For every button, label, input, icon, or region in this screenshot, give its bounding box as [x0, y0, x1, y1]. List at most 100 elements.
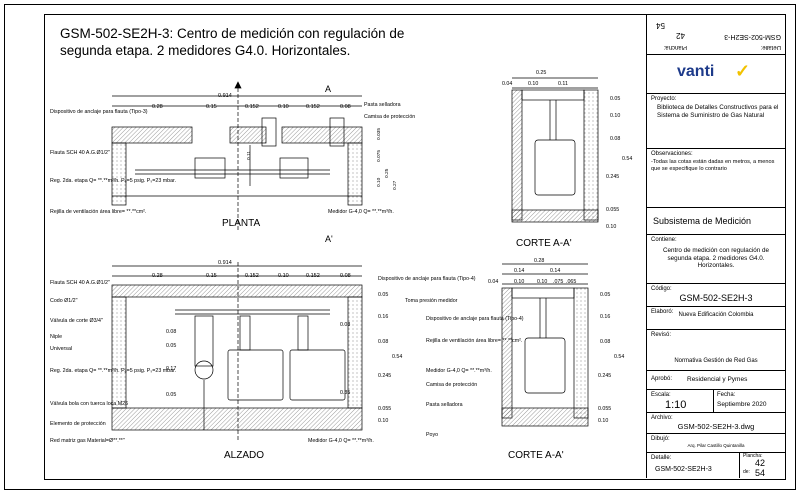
- alzado-toma: Toma presión medidor: [405, 298, 458, 304]
- corte-top-label: CORTE A-A': [516, 238, 572, 249]
- svg-text:0.10: 0.10: [598, 418, 608, 424]
- svg-text:0.10: 0.10: [537, 279, 547, 285]
- planta-section-a: A: [325, 84, 331, 94]
- planta-medidor: Medidor G-4,0 Q= **.**m³/h.: [328, 209, 394, 215]
- vanti-logo: vanti: [677, 63, 715, 80]
- svg-text:0.08: 0.08: [166, 329, 176, 335]
- corte-anclaje: Dispositivo de anclaje para flauta (Tipo…: [426, 316, 524, 322]
- reviso-cell: Revisó: Normativa Gestión de Red Gas: [647, 330, 785, 371]
- dim-028: 0.28: [152, 104, 163, 110]
- dibujo-cell: Dibujó: Arq. Pilar Castillo Quintanilla: [647, 434, 785, 453]
- corte-rejilla: Rejilla de ventilación área libre= **.**…: [426, 338, 522, 344]
- svg-text:0.10: 0.10: [528, 81, 538, 87]
- svg-text:0.08: 0.08: [340, 322, 350, 328]
- drawing-sheet: 0.914 0.28 0.15 0.152 0.10 0.152 0.08 0.…: [50, 70, 632, 461]
- svg-text:0.04: 0.04: [502, 81, 512, 87]
- svg-text:0.245: 0.245: [606, 174, 619, 180]
- corte-pasta: Pasta selladora: [426, 402, 463, 408]
- dim-008: 0.08: [340, 104, 351, 110]
- aprobo-cell: Aprobó: Residencial y Pymes: [647, 371, 785, 390]
- dim-015: 0.15: [206, 104, 217, 110]
- outer-frame: [4, 4, 796, 490]
- svg-text:.065: .065: [566, 279, 576, 285]
- svg-text:0.54: 0.54: [392, 354, 402, 360]
- detalle-cell: Detalle: GSM-502-SE2H-3 Plancha: 42 de: …: [651, 453, 766, 478]
- dim-010: 0.10: [278, 104, 289, 110]
- alzado-dim-row: 0.28 0.15 0.152 0.10 0.152 0.08: [152, 273, 351, 279]
- svg-text:0.05: 0.05: [166, 392, 176, 398]
- svg-text:0.11: 0.11: [246, 151, 252, 160]
- alzado-medidor: Medidor G-4,0 Q= **.**m³/h.: [308, 438, 374, 444]
- check-icon: ✓: [735, 61, 751, 81]
- escala-fecha-cell: Escala: 1:10 Fecha: Septiembre 2020: [647, 390, 785, 413]
- alzado-flauta: Flauta SCH 40 A.G.Ø1/2": [50, 280, 110, 286]
- planta-annotations: Dispositivo de anclaje para flauta (Tipo…: [50, 102, 415, 215]
- svg-text:0.28: 0.28: [152, 273, 163, 279]
- alzado-niple: Niple: [50, 334, 62, 340]
- planta-label: PLANTA: [222, 218, 260, 229]
- dim-0152: 0.152: [245, 104, 259, 110]
- drawing-title: GSM-502-SE2H-3: Centro de medición con r…: [60, 26, 405, 58]
- svg-text:0.10: 0.10: [610, 113, 620, 119]
- proyecto-cell: Proyecto: Biblioteca de Detalles Constru…: [647, 94, 785, 149]
- svg-text:0.08: 0.08: [378, 339, 388, 345]
- svg-text:0.15: 0.15: [206, 273, 217, 279]
- svg-text:0.10: 0.10: [606, 224, 616, 230]
- svg-text:0.05: 0.05: [610, 96, 620, 102]
- svg-text:0.055: 0.055: [606, 207, 619, 213]
- svg-text:0.05: 0.05: [378, 292, 388, 298]
- alzado-red: Red matriz gas Material=Ø**.**": [50, 438, 125, 444]
- svg-text:0.08: 0.08: [340, 273, 351, 279]
- dim-0152b: 0.152: [306, 104, 320, 110]
- svg-text:.075: .075: [553, 279, 563, 285]
- svg-text:0.245: 0.245: [598, 373, 611, 379]
- corte-medidor: Medidor G-4,0 Q= **.**m³/h.: [426, 368, 492, 374]
- inner-frame: [44, 14, 786, 480]
- corte-top-view: [511, 77, 599, 223]
- alzado-dim-vertical: 0.08 0.05 0.17 0.05 0.08 0.35 0.05 0.16 …: [166, 292, 402, 424]
- svg-text:0.245: 0.245: [378, 373, 391, 379]
- svg-text:0.05: 0.05: [600, 292, 610, 298]
- svg-text:0.17: 0.17: [166, 366, 176, 372]
- svg-text:0.27: 0.27: [392, 180, 398, 190]
- rotated-header: Detalle: GSM-502-SE2H-3 Plancha: 42 54: [647, 14, 785, 55]
- svg-text:0.152: 0.152: [245, 273, 259, 279]
- codigo-cell: Código: GSM-502-SE2H-3: [647, 284, 785, 307]
- alzado-codo: Codo Ø1/2": [50, 298, 78, 304]
- corte-annotations: Dispositivo de anclaje para flauta (Tipo…: [426, 316, 524, 438]
- alzado-elemento: Elemento de protección: [50, 421, 106, 427]
- subsistema-cell: Subsistema de Medición: [647, 208, 785, 235]
- alzado-valvula-bola: Válvula bola con tuerca loca M26: [50, 401, 128, 407]
- svg-text:0.055: 0.055: [598, 406, 611, 412]
- svg-text:0.54: 0.54: [614, 354, 624, 360]
- svg-text:0.28: 0.28: [534, 258, 544, 264]
- svg-text:0.05: 0.05: [166, 343, 176, 349]
- planta-dim-vertical: 0.035 0.075 0.10 0.25 0.27 0.11: [246, 128, 398, 190]
- logo-cell: vanti ✓: [647, 55, 785, 94]
- alzado-dim-overall: 0.914: [218, 260, 232, 266]
- svg-text:0.152: 0.152: [306, 273, 320, 279]
- alzado-label: ALZADO: [224, 450, 264, 461]
- planta-flauta: Flauta SCH 40 A.G.Ø1/2": [50, 150, 110, 156]
- svg-text:0.08: 0.08: [600, 339, 610, 345]
- svg-text:0.10: 0.10: [278, 273, 289, 279]
- planta-dim-row: 0.28 0.15 0.152 0.10 0.152 0.08: [152, 104, 351, 110]
- alzado-valvula: Válvula de corte Ø3/4": [50, 318, 103, 324]
- svg-text:0.04: 0.04: [488, 279, 498, 285]
- alzado-reg: Reg. 2da. etapa Q= **.**m³/h. Pₑ=5 psig.…: [50, 368, 176, 374]
- archivo-cell: Archivo: GSM-502-SE2H-3.dwg: [647, 413, 785, 434]
- svg-text:0.14: 0.14: [550, 268, 560, 274]
- svg-text:0.11: 0.11: [558, 81, 568, 87]
- alzado-view: [111, 262, 363, 440]
- svg-text:0.075: 0.075: [376, 150, 382, 162]
- corte-bottom-dims: 0.28 0.14 0.14 0.04 0.10 0.10 .075 .065 …: [488, 258, 624, 424]
- contiene-cell: Contiene: Centro de medición con regulac…: [647, 235, 785, 284]
- corte-bottom-label: CORTE A-A': [508, 450, 564, 461]
- elaboro-cell: Elaboró: Nueva Edificación Colombia: [647, 307, 785, 330]
- svg-text:0.16: 0.16: [378, 314, 388, 320]
- planta-dim-overall: 0.914: [218, 93, 232, 99]
- alzado-annotations: Flauta SCH 40 A.G.Ø1/2" Codo Ø1/2" Válvu…: [50, 276, 476, 444]
- corte-camisa: Camisa de protección: [426, 382, 477, 388]
- svg-text:0.10: 0.10: [514, 279, 524, 285]
- svg-text:0.14: 0.14: [514, 268, 524, 274]
